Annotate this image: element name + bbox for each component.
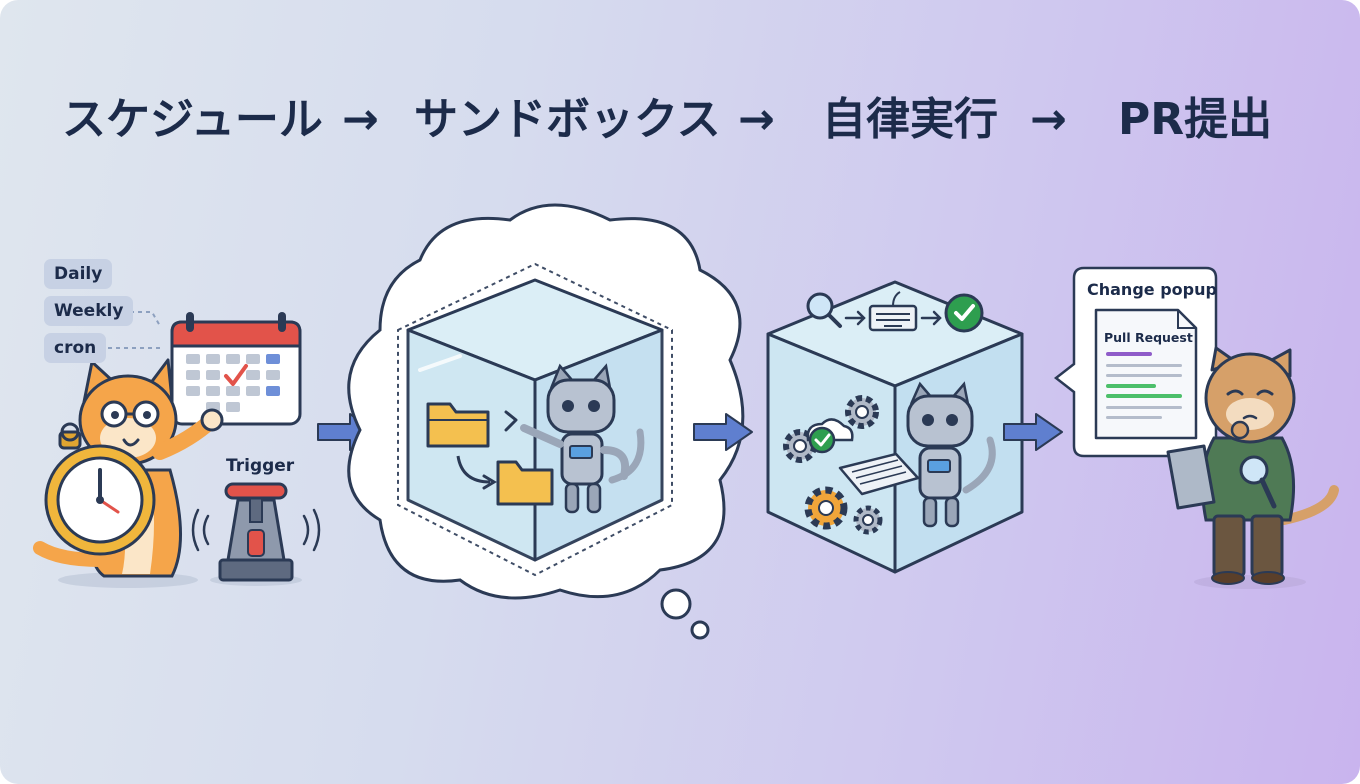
schedule-tag-weekly: Weekly (44, 296, 133, 326)
schedule-tag-cron: cron (44, 333, 106, 363)
change-popup-label: Change popup (1087, 280, 1217, 299)
gear-icon (856, 508, 880, 532)
tag-connector (130, 312, 160, 326)
tablet-icon (1168, 446, 1214, 508)
trigger-label: Trigger (226, 456, 294, 476)
trigger-lever-icon (193, 484, 319, 586)
pull-request-label: Pull Request (1104, 330, 1193, 345)
check-circle-icon (946, 295, 982, 331)
gear-icon (808, 490, 844, 526)
calendar-icon (172, 312, 300, 424)
gear-icon (848, 398, 876, 426)
schedule-tag-daily: Daily (44, 259, 112, 289)
